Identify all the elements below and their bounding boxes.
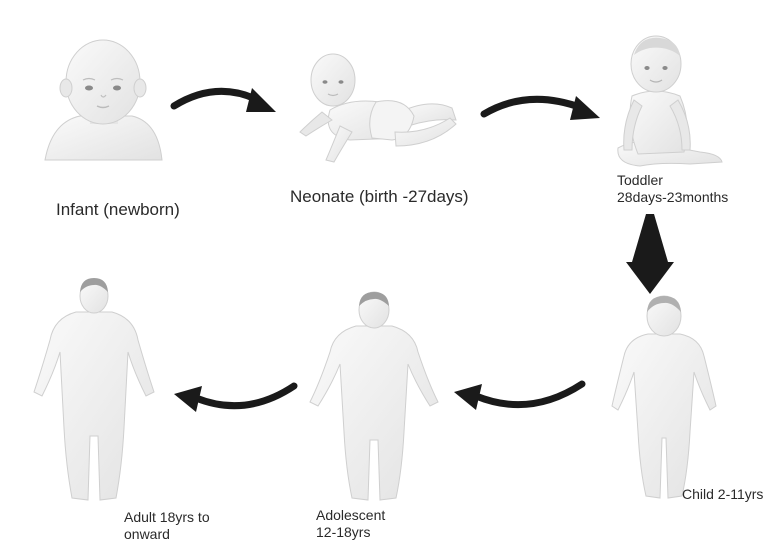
child-label-line: Child 2-11yrs	[682, 486, 764, 502]
adult-figure-icon	[33, 278, 155, 501]
adult-label-line2: onward	[124, 526, 170, 542]
adolescent-label: Adolescent 12-18yrs	[316, 507, 385, 541]
adolescent-label-line2: 12-18yrs	[316, 524, 371, 540]
toddler-label-line1: Toddler	[617, 172, 663, 188]
child-label: Child 2-11yrs	[682, 486, 763, 503]
adult-label: Adult 18yrs to onward	[124, 509, 210, 543]
arrow-neonate-to-toddler	[480, 95, 600, 120]
crawling-baby-icon	[299, 53, 457, 163]
toddler-label-line2: 28days-23months	[617, 189, 729, 205]
toddler-label: Toddler 28days-23months	[617, 172, 728, 206]
arrow-toddler-to-child	[626, 214, 674, 294]
sitting-toddler-icon	[617, 35, 723, 167]
newborn-face-icon	[44, 39, 163, 161]
neonate-label-line: Neonate (birth -27days)	[290, 187, 469, 206]
infant-label: Infant (newborn)	[56, 200, 180, 220]
arrow-child-to-adolescent	[454, 380, 586, 410]
arrow-infant-to-neonate	[170, 87, 276, 112]
infant-label-line: Infant (newborn)	[56, 200, 180, 219]
arrow-adolescent-to-adult	[174, 382, 298, 412]
adolescent-label-line1: Adolescent	[316, 507, 386, 523]
adolescent-figure-icon	[309, 291, 439, 501]
neonate-label: Neonate (birth -27days)	[290, 187, 469, 207]
child-figure-icon	[611, 295, 717, 499]
adult-label-line1: Adult 18yrs to	[124, 509, 210, 525]
